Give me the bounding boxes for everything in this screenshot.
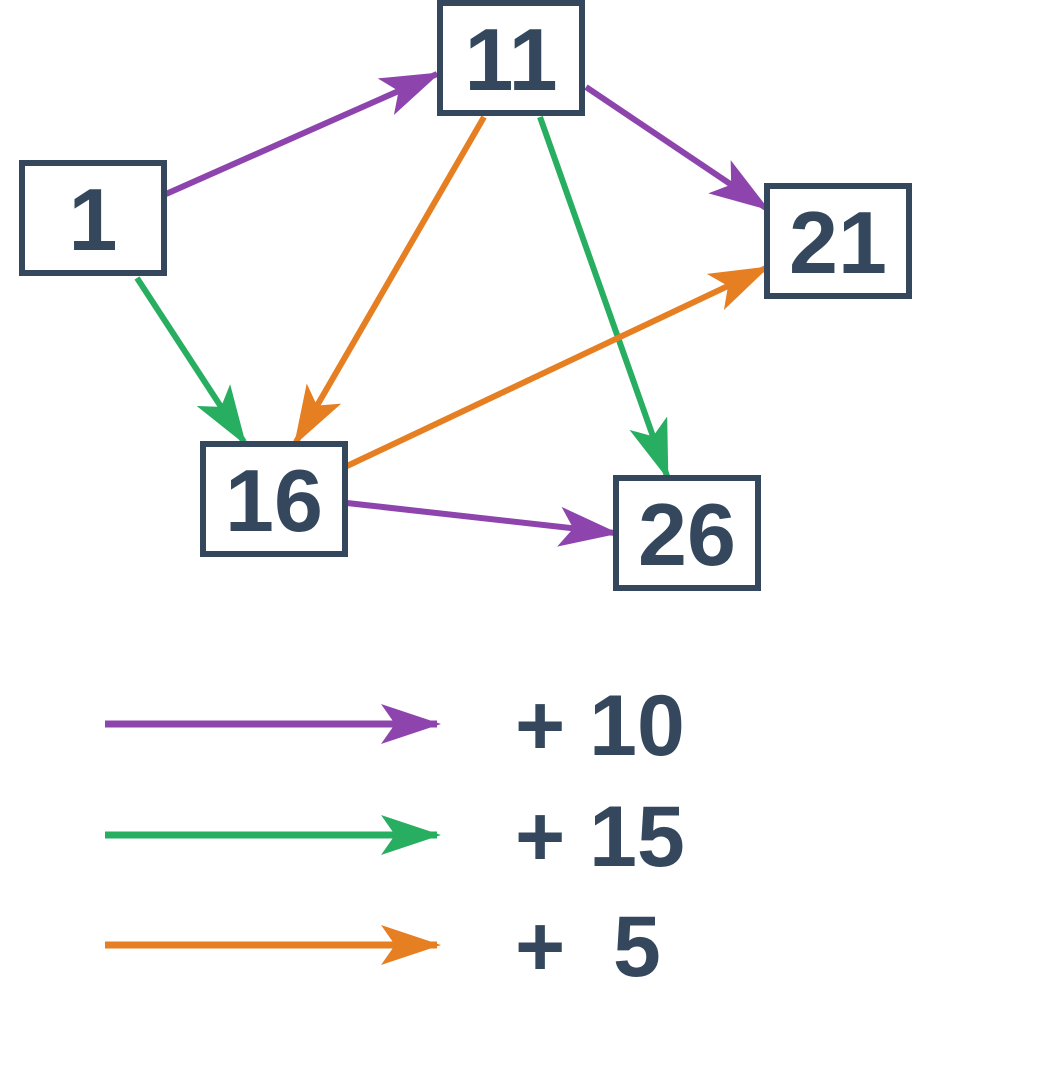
node-box <box>200 441 348 557</box>
node-11: 11 <box>437 0 585 116</box>
node-label: 11 <box>464 10 557 109</box>
node-16: 16 <box>200 441 348 557</box>
node-label: 21 <box>789 193 887 292</box>
node-label: 1 <box>69 170 118 269</box>
node-1: 1 <box>19 160 167 276</box>
node-26: 26 <box>613 475 761 591</box>
node-21: 21 <box>764 183 912 299</box>
edge-11-to-26 <box>537 115 670 480</box>
edge-16-to-21 <box>345 265 770 469</box>
node-box <box>19 160 167 276</box>
node-label: 16 <box>225 451 323 550</box>
node-box <box>613 475 761 591</box>
edge-11-to-16 <box>293 115 487 446</box>
legend: + 10 + 15 + 5 <box>105 678 685 995</box>
node-label: 26 <box>638 485 736 584</box>
edge-16-to-26 <box>346 500 619 547</box>
node-box <box>764 183 912 299</box>
legend-label: + 10 <box>515 678 685 774</box>
legend-item-green: + 15 <box>105 789 685 885</box>
legend-item-orange: + 5 <box>105 899 661 995</box>
edges <box>134 71 770 547</box>
legend-label: + 5 <box>515 899 661 995</box>
edge-1-to-11 <box>164 71 441 197</box>
legend-label: + 15 <box>515 789 685 885</box>
edge-1-to-16 <box>134 276 247 446</box>
edge-11-to-21 <box>584 84 770 211</box>
node-box <box>437 0 585 116</box>
legend-item-purple: + 10 <box>105 678 685 774</box>
